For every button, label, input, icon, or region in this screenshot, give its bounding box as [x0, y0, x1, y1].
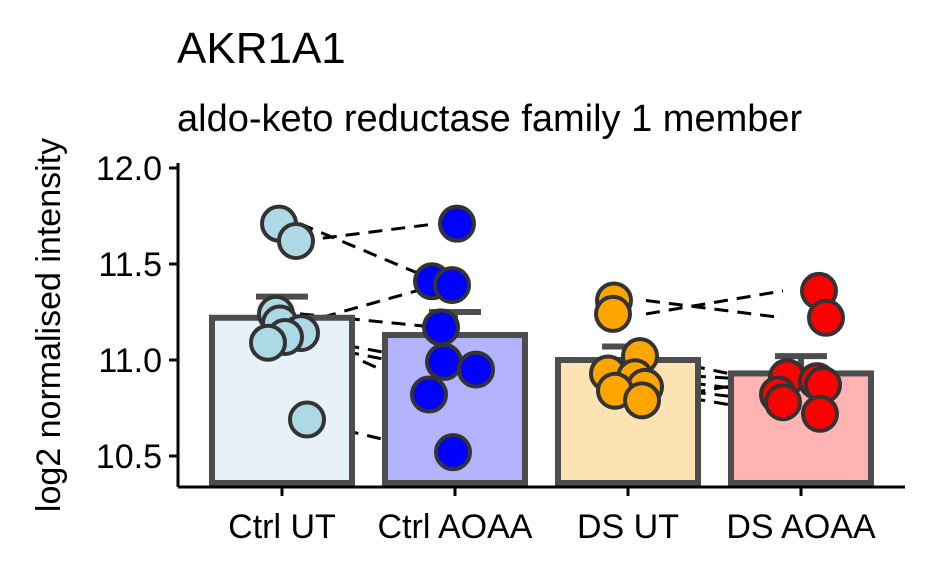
pair-line	[299, 222, 438, 283]
y-tick-label: 10.5	[96, 438, 162, 476]
y-tick-label: 12.0	[96, 150, 162, 188]
data-point	[438, 204, 476, 243]
x-tick-label: DS AOAA	[726, 508, 876, 546]
points-layer	[249, 204, 845, 472]
x-tick-label: Ctrl AOAA	[378, 508, 533, 546]
data-point	[410, 375, 448, 414]
x-tick-label: DS UT	[577, 508, 679, 546]
chart-title: AKR1A1	[177, 24, 346, 73]
pair-line	[645, 298, 784, 320]
data-point	[277, 221, 315, 260]
data-point	[433, 266, 471, 305]
data-point	[807, 298, 845, 337]
data-point	[457, 350, 495, 389]
pair-line	[645, 289, 784, 316]
data-point	[623, 381, 661, 420]
data-point	[434, 433, 472, 472]
data-point	[288, 400, 326, 439]
pair-line	[299, 222, 438, 243]
x-tick-label: Ctrl UT	[228, 508, 336, 546]
y-tick-label: 11.0	[98, 342, 162, 380]
bar	[555, 357, 701, 486]
chart-subtitle: aldo-keto reductase family 1 member	[177, 98, 803, 140]
data-point	[801, 394, 839, 433]
data-point	[425, 342, 463, 381]
data-point	[249, 323, 287, 362]
y-axis-label: log2 normalised intensity	[30, 138, 68, 512]
data-point	[764, 383, 802, 422]
data-point	[594, 294, 632, 333]
data-point	[422, 308, 460, 347]
y-tick-label: 11.5	[98, 246, 162, 284]
lines-layer	[299, 222, 784, 454]
